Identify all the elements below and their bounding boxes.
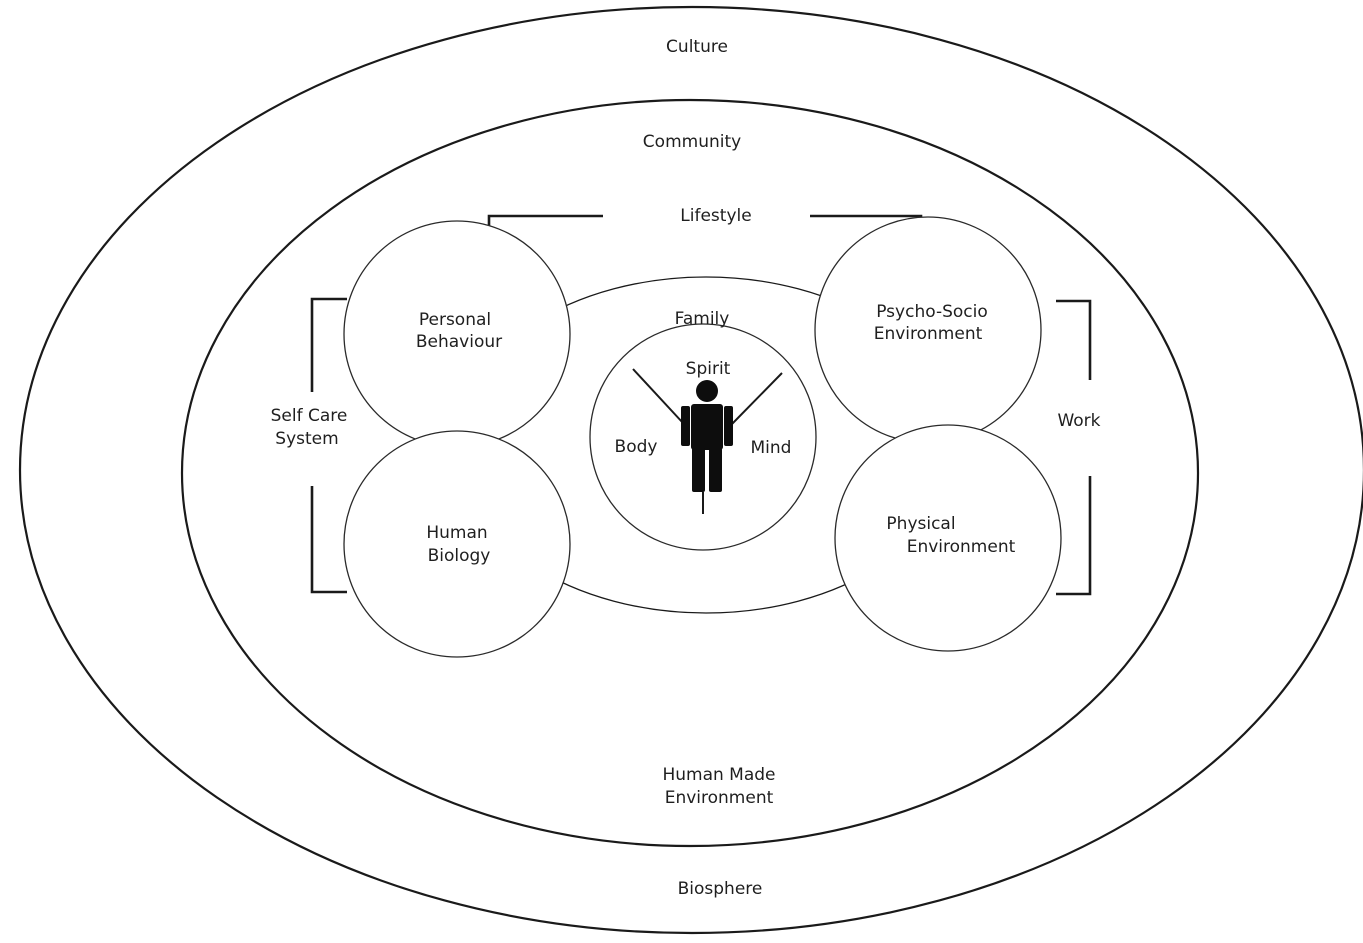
self-care-system-bracket-bottom	[310, 486, 347, 594]
spirit-body-divider	[632, 368, 684, 424]
community-ring	[180, 98, 1200, 848]
work-label: Work	[1057, 411, 1100, 431]
human-made-environment-label-line1: Human Made	[662, 765, 775, 785]
self-care-system-label-line1: Self Care	[271, 406, 348, 426]
work-bracket-top	[1056, 299, 1092, 380]
physical-environment-circle	[834, 424, 1062, 652]
self-care-system-label-line2: System	[275, 429, 338, 449]
culture-biosphere-ring	[19, 6, 1363, 934]
human-made-environment-label-line2: Environment	[665, 788, 774, 808]
personal-behaviour-label-line2: Behaviour	[416, 332, 502, 352]
physical-environment-label-line1: Physical	[886, 514, 955, 534]
community-label: Community	[643, 132, 741, 152]
culture-label: Culture	[666, 37, 728, 57]
mind-label: Mind	[751, 438, 792, 458]
psycho-socio-label-line2: Environment	[874, 324, 983, 344]
human-biology-label-line2: Biology	[428, 546, 491, 566]
family-label: Family	[675, 309, 730, 329]
biosphere-label: Biosphere	[678, 879, 763, 899]
spirit-label: Spirit	[686, 359, 731, 379]
human-biology-circle	[343, 430, 571, 658]
physical-environment-label-line2: Environment	[907, 537, 1016, 557]
work-bracket-bottom	[1056, 476, 1092, 596]
human-biology-label-line1: Human	[426, 523, 487, 543]
lifestyle-label: Lifestyle	[680, 206, 751, 226]
personal-behaviour-label-line1: Personal	[419, 310, 491, 330]
psycho-socio-label-line1: Psycho-Socio	[876, 302, 988, 322]
self-care-system-bracket-top	[310, 297, 347, 392]
body-label: Body	[615, 437, 658, 457]
person-icon	[681, 380, 733, 492]
spirit-mind-divider	[731, 372, 783, 425]
